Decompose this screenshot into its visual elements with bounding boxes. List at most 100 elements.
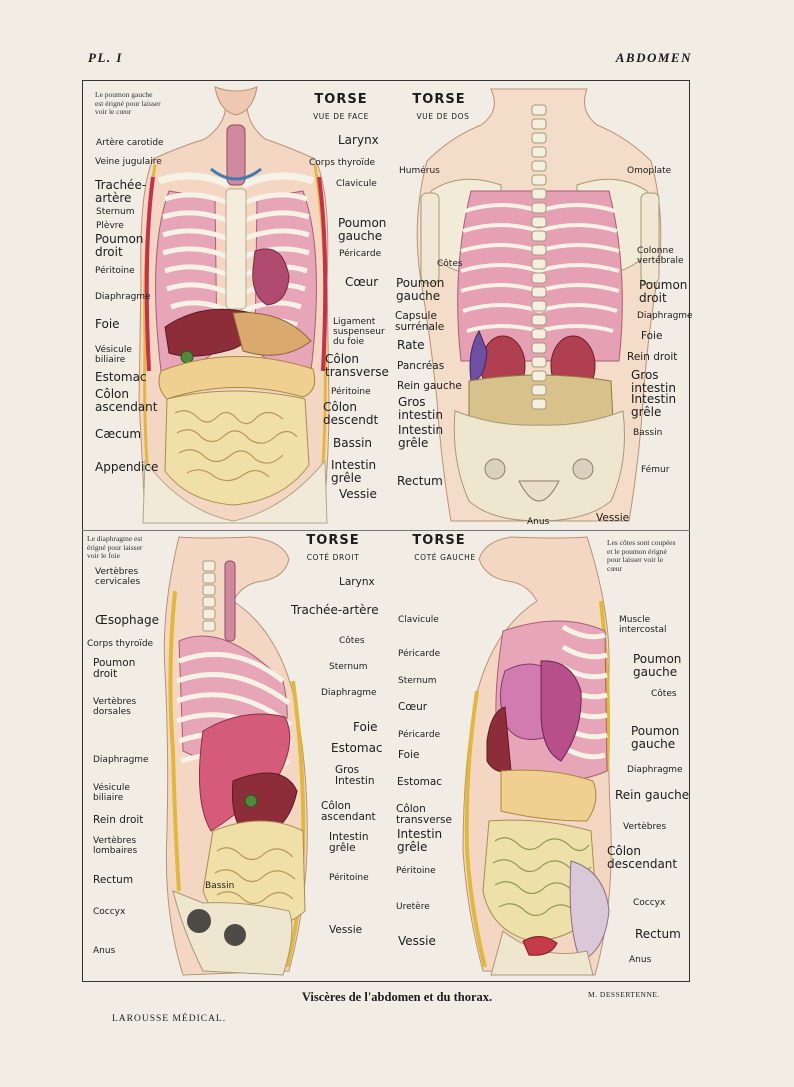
publisher-credit: LAROUSSE MÉDICAL. [112, 1014, 227, 1024]
front-note: Le poumon gauche est érigné pour laisser… [95, 90, 161, 116]
back-label: Intestin grêle [631, 392, 677, 419]
front-label: Intestin grêle [331, 458, 377, 485]
back-label: Foie [641, 330, 663, 342]
front-label: Ligament suspenseur du foie [333, 317, 385, 347]
right-label: Coccyx [93, 907, 126, 917]
left-label: Clavicule [398, 615, 439, 625]
back-torso-illustration [416, 88, 662, 522]
plate-frame [82, 80, 690, 982]
left-label: Côlon descendant [607, 844, 678, 871]
left-label: Poumon gauche [631, 724, 680, 751]
back-subtitle: VUE DE DOS [416, 112, 470, 121]
front-label: Côlon ascendant [95, 387, 158, 414]
front-label: Diaphragme [95, 292, 151, 302]
right-label: Poumon droit [93, 657, 136, 680]
front-label: Bassin [333, 436, 373, 450]
right-label: Vessie [329, 924, 363, 936]
back-label: Pancréas [397, 360, 445, 372]
front-label: Cœur [345, 275, 379, 289]
front-label: Péritoine [95, 266, 135, 276]
left-title: TORSE [412, 533, 466, 548]
front-label: Larynx [338, 133, 379, 147]
right-label: Foie [353, 720, 378, 734]
back-label: Rein gauche [397, 380, 462, 392]
front-label: Appendice [95, 460, 159, 474]
right-label: Intestin grêle [329, 831, 369, 854]
right-label: Rectum [93, 874, 134, 886]
left-label: Péricarde [398, 649, 441, 659]
right-label: Rein droit [93, 814, 144, 826]
front-label: Artère carotide [96, 138, 164, 148]
left-label: Péricarde [398, 730, 441, 740]
section-title: ABDOMEN [615, 50, 692, 65]
left-label: Côtes [651, 689, 677, 699]
front-label: Vésicule biliaire [95, 345, 132, 365]
back-label: Fémur [641, 465, 670, 475]
right-label: Vertèbres lombaires [93, 836, 138, 856]
front-label: Estomac [95, 370, 147, 384]
front-label: Corps thyroïde [309, 158, 376, 168]
front-label: Vessie [339, 487, 377, 501]
right-title: TORSE [306, 533, 360, 548]
back-label: Côtes [437, 259, 463, 269]
front-label: Péricarde [339, 249, 382, 259]
left-label: Intestin grêle [397, 827, 443, 854]
front-label: Veine jugulaire [95, 157, 162, 167]
left-label: Vessie [398, 934, 436, 948]
left-label: Côlon transverse [396, 803, 452, 826]
front-label: Péritoine [331, 387, 371, 397]
right-label: Péritoine [329, 873, 369, 883]
right-subtitle: COTÉ DROIT [306, 553, 360, 562]
front-label: Poumon gauche [338, 216, 387, 243]
right-label: Œsophage [95, 613, 160, 627]
front-label: Foie [95, 317, 120, 331]
back-label: Humérus [399, 166, 440, 176]
back-label: Gros intestin [631, 368, 676, 395]
right-side-illustration [163, 536, 308, 976]
left-label: Anus [629, 955, 652, 965]
left-label: Poumon gauche [633, 652, 682, 679]
right-label: Bassin [205, 881, 235, 891]
right-label: Diaphragme [93, 755, 149, 765]
front-label: Trachée- artère [95, 178, 147, 205]
left-label: Uretère [396, 902, 430, 912]
right-label: Anus [93, 946, 116, 956]
left-side-illustration [462, 536, 612, 976]
left-label: Coccyx [633, 898, 666, 908]
right-label: Côtes [339, 636, 365, 646]
front-title: TORSE [314, 92, 368, 107]
front-label: Cæcum [95, 427, 142, 441]
artist-credit: M. DESSERTENNE. [588, 990, 660, 999]
back-label: Gros intestin [398, 395, 443, 422]
left-label: Péritoine [396, 866, 436, 876]
back-label: Capsule surrénale [395, 310, 445, 333]
back-label: Anus [527, 517, 550, 527]
right-label: Larynx [339, 576, 375, 588]
right-label: Trachée-artère [291, 603, 379, 617]
back-label: Omoplate [627, 166, 672, 176]
left-label: Diaphragme [627, 765, 683, 775]
panel-left-side: TORSE COTÉ GAUCHE Les côtes sont coupées… [391, 531, 689, 981]
plate-number: PL. I [88, 50, 123, 65]
left-label: Estomac [397, 776, 443, 788]
front-subtitle: VUE DE FACE [313, 112, 369, 121]
front-torso-illustration [138, 86, 330, 524]
right-note: Le diaphragme est érigné pour laisser vo… [87, 534, 143, 560]
back-label: Bassin [633, 428, 663, 438]
back-label: Diaphragme [637, 311, 693, 321]
right-label: Corps thyroïde [87, 639, 154, 649]
right-label: Estomac [331, 741, 383, 755]
left-label: Sternum [398, 676, 437, 686]
right-label: Vertèbres dorsales [93, 697, 137, 717]
right-label: Vésicule biliaire [93, 783, 130, 803]
back-label: Rein droit [627, 351, 678, 363]
front-label: Côlon descendt [323, 400, 379, 427]
panel-right-side: TORSE COTÉ DROIT Le diaphragme est érign… [83, 531, 403, 981]
left-label: Muscle intercostal [619, 615, 667, 635]
back-label: Rectum [397, 474, 443, 488]
left-subtitle: COTÉ GAUCHE [414, 553, 476, 562]
right-label: Sternum [329, 662, 368, 672]
front-label: Plèvre [96, 221, 124, 231]
back-label: Poumon gauche [396, 276, 445, 303]
back-label: Rate [397, 338, 425, 352]
